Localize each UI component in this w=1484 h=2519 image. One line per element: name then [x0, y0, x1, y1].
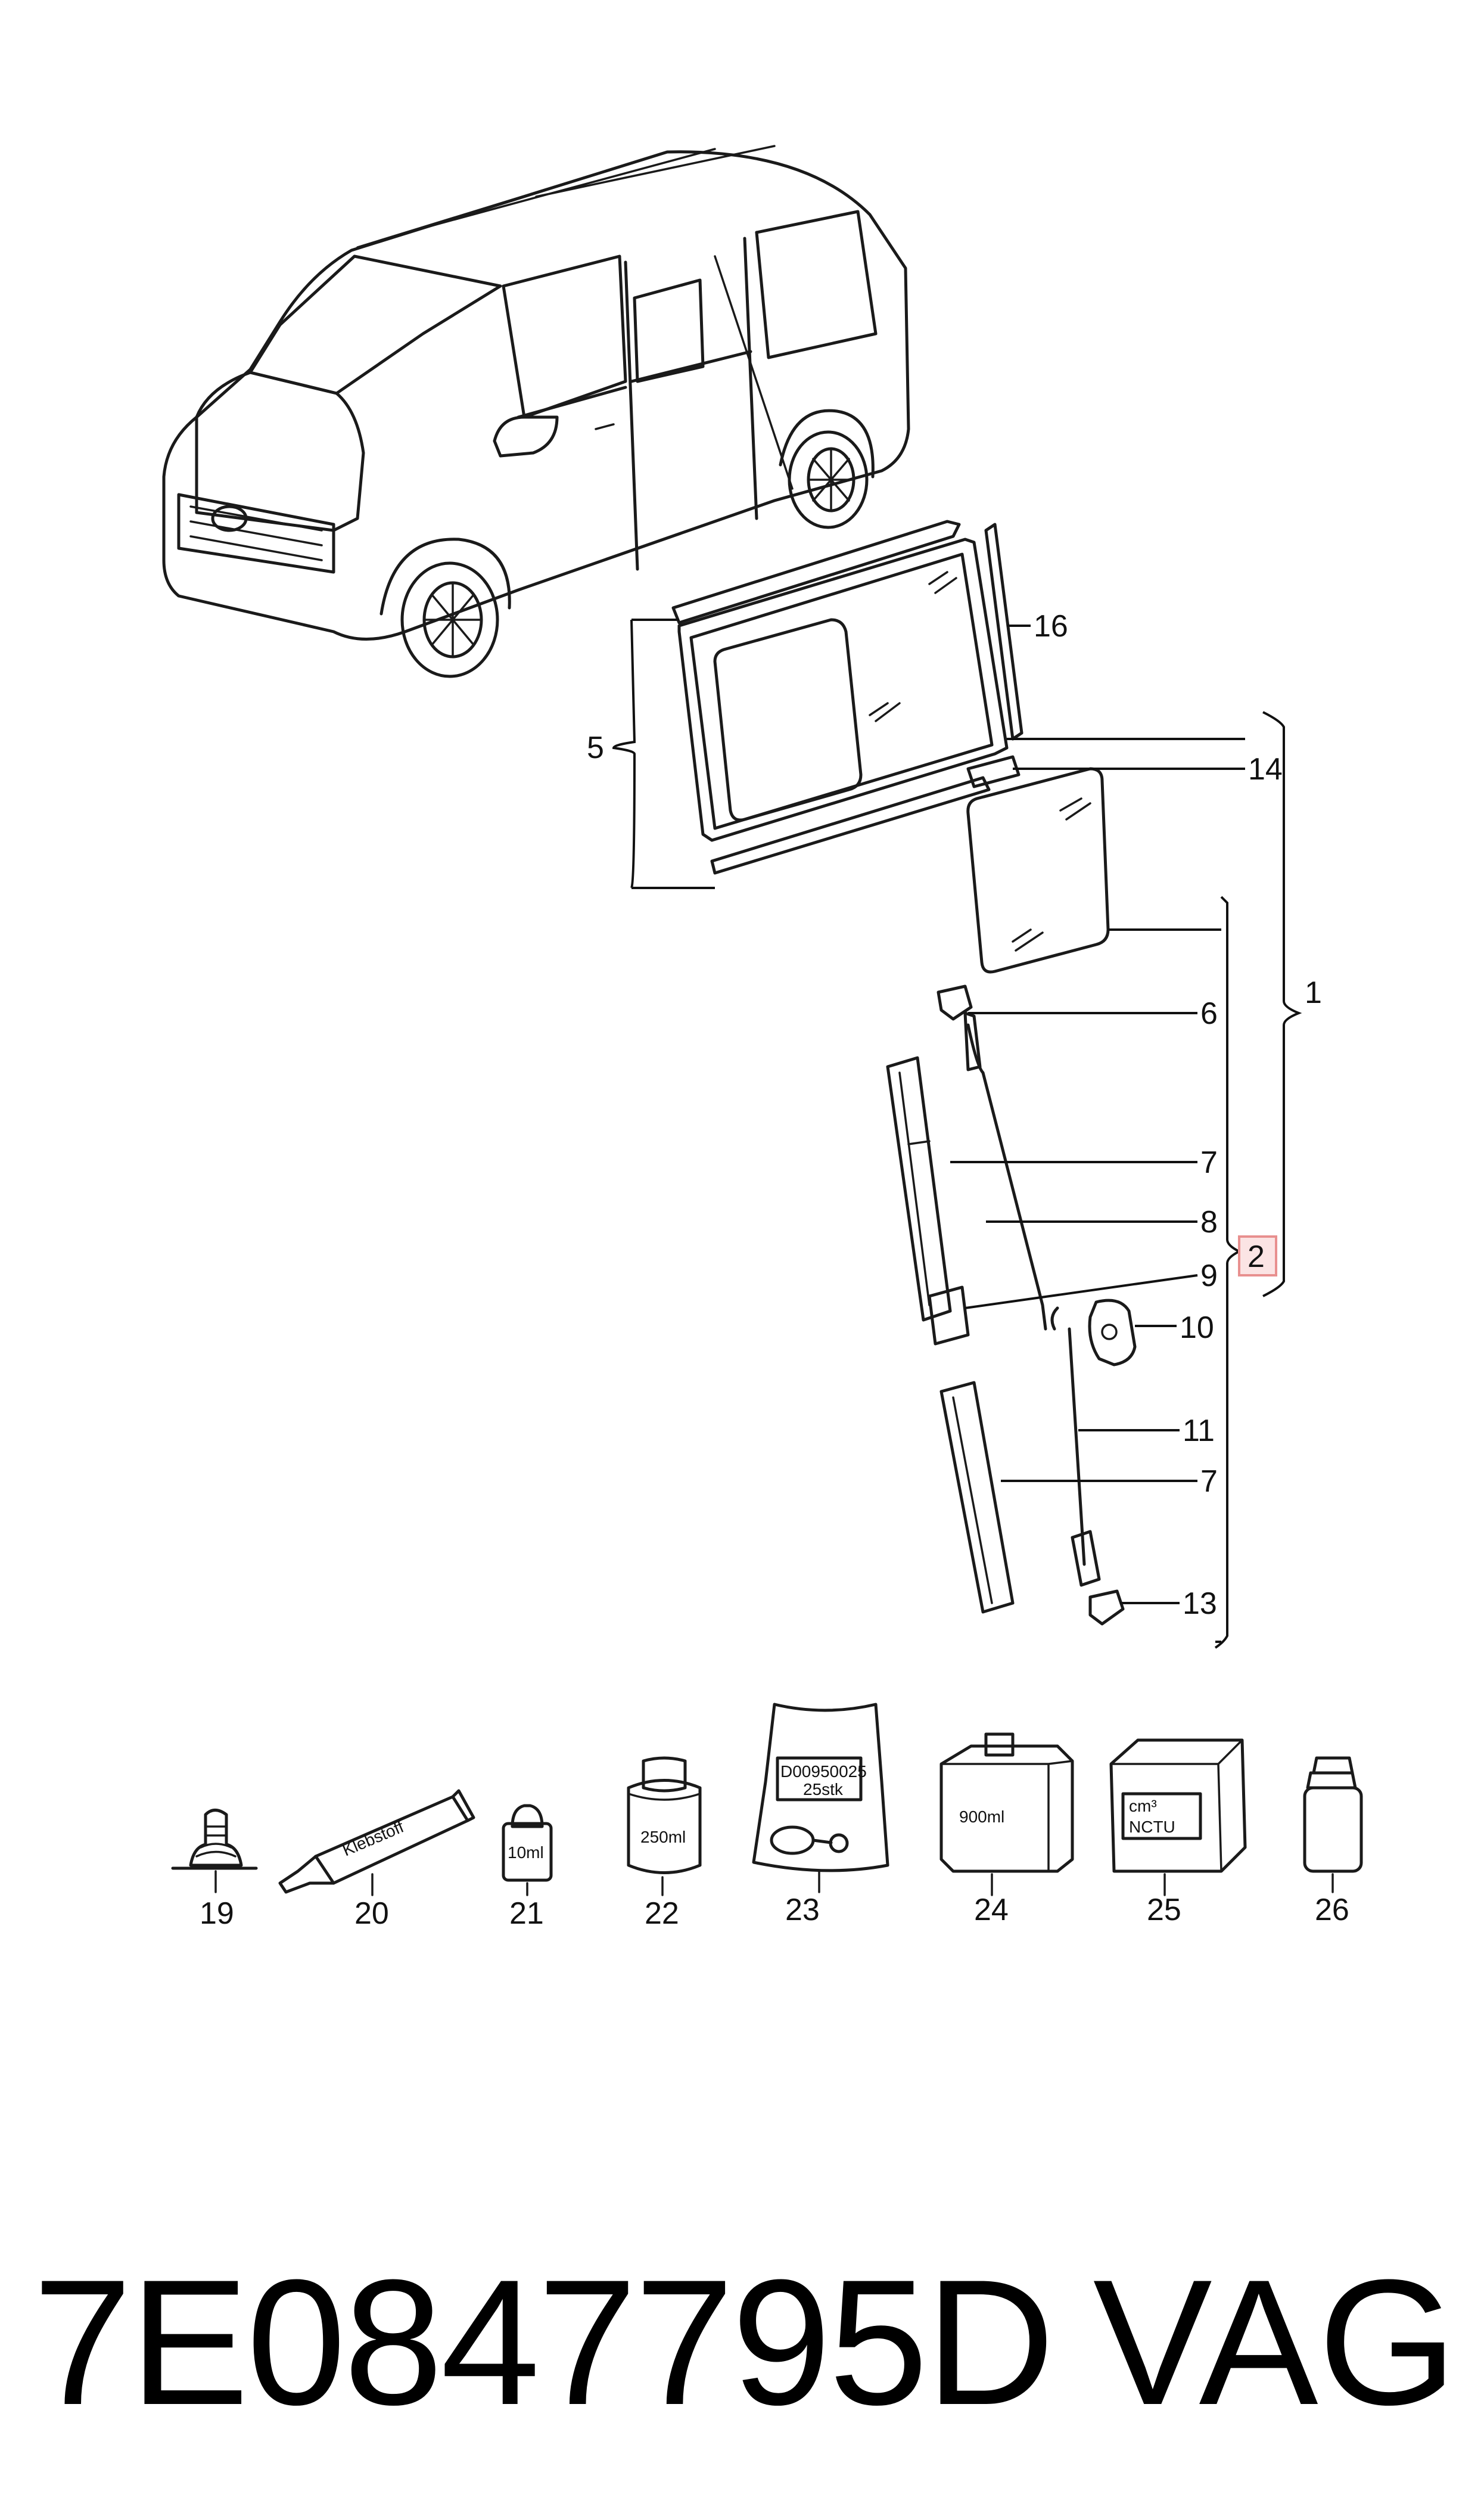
- callout-1: 1: [1305, 976, 1322, 1010]
- callout-7b: 7: [1200, 1464, 1218, 1499]
- callout-23: 23: [785, 1893, 820, 1927]
- callout-20: 20: [354, 1896, 389, 1931]
- part-number: 7E0847795D: [33, 2242, 1055, 2442]
- callout-2: 2: [1247, 1240, 1265, 1274]
- footer: 7E0847795D VAG: [0, 2217, 1484, 2467]
- callout-6: 6: [1200, 996, 1218, 1031]
- callout-13: 13: [1183, 1586, 1217, 1621]
- item-21-small-bottle: 10ml 21: [502, 1804, 553, 1931]
- callout-5: 5: [587, 731, 604, 765]
- callout-7a: 7: [1200, 1145, 1218, 1180]
- callout-16: 16: [1034, 609, 1068, 644]
- callout-10: 10: [1180, 1310, 1214, 1345]
- big-bottle-label: 900ml: [959, 1807, 1004, 1826]
- item-24-large-container: 900ml 24: [939, 1732, 1074, 1927]
- item-19-grommet: 19: [171, 1809, 258, 1931]
- item-26-bottle: 26: [1303, 1756, 1363, 1927]
- callout-26: 26: [1315, 1893, 1349, 1927]
- box-label-bottom: NCTU: [1129, 1818, 1175, 1836]
- callout-numbers: 1 2 5 6 7 8 9 10 11 7 13 14 16: [587, 609, 1322, 1621]
- callout-9: 9: [1200, 1259, 1218, 1293]
- callout-22: 22: [645, 1896, 679, 1931]
- callout-24: 24: [974, 1893, 1009, 1927]
- service-items: 19 Klebstoff 20 10ml 21 250ml 22: [171, 1703, 1363, 1931]
- small-bottle-label: 10ml: [508, 1843, 544, 1862]
- box-label-top: cm³: [1129, 1797, 1157, 1815]
- can-label: 250ml: [640, 1828, 686, 1846]
- callout-19: 19: [200, 1896, 234, 1931]
- callout-11: 11: [1183, 1414, 1215, 1448]
- item-25-box: cm³ NCTU 25: [1109, 1738, 1247, 1927]
- item-23-bag: D00950025 25stk 23: [752, 1703, 889, 1927]
- item-20-adhesive-tube: Klebstoff 20: [278, 1789, 475, 1931]
- van-illustration: [162, 145, 910, 678]
- bag-qty: 25stk: [803, 1780, 844, 1799]
- brand-name: VAG: [1093, 2242, 1457, 2442]
- bag-code: D00950025: [780, 1762, 867, 1781]
- item-22-can: 250ml 22: [627, 1756, 702, 1931]
- callout-21: 21: [509, 1896, 544, 1931]
- callout-25: 25: [1147, 1893, 1181, 1927]
- lock-actuator-parts: [886, 984, 1137, 1626]
- callout-2-highlight: [1238, 1235, 1277, 1276]
- callout-8: 8: [1200, 1205, 1218, 1240]
- sliding-window-assembly: [671, 520, 1110, 974]
- leader-lines: [612, 619, 1302, 1649]
- callout-14: 14: [1248, 752, 1283, 787]
